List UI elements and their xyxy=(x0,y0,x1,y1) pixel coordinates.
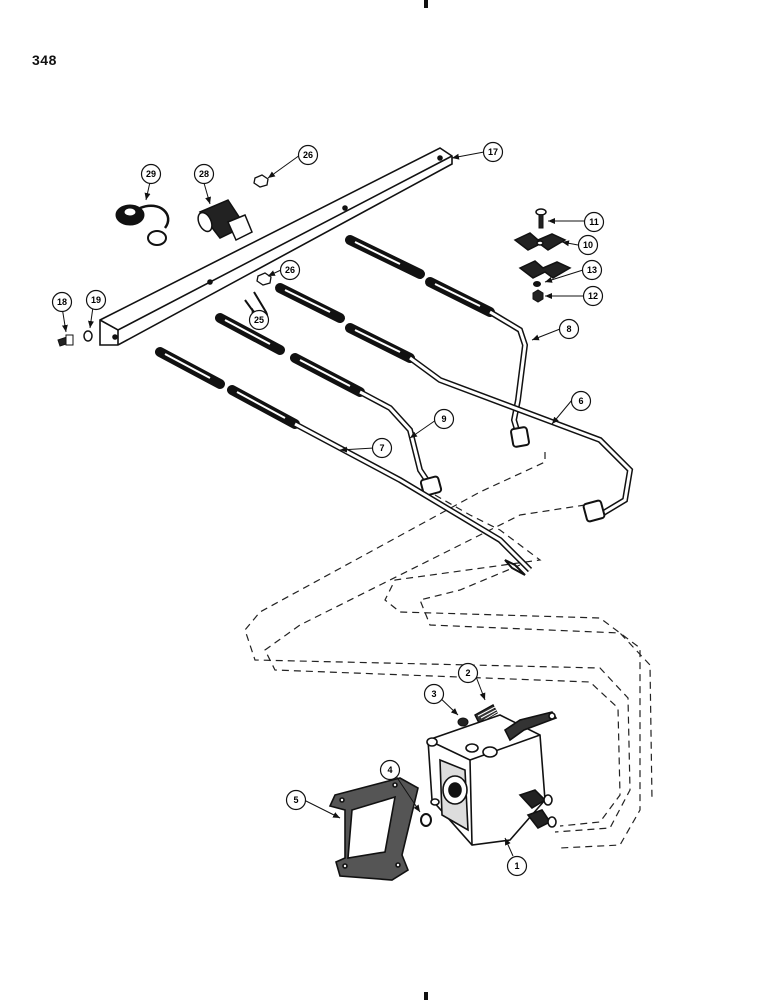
control-valve xyxy=(426,711,558,846)
callout-17: 17 xyxy=(482,141,504,163)
callout-18: 18 xyxy=(51,291,73,313)
clamp-10 xyxy=(513,232,572,279)
svg-text:19: 19 xyxy=(91,295,101,305)
hidden-tube-routing xyxy=(244,452,653,849)
callout-6: 6 xyxy=(570,390,592,412)
callout-25: 25 xyxy=(248,309,270,331)
svg-text:26: 26 xyxy=(285,265,295,275)
hose-assemblies xyxy=(155,235,634,576)
callout-1: 1 xyxy=(506,855,528,877)
callout-26-upper: 26 xyxy=(297,144,319,166)
adjusting-screw-2 xyxy=(474,704,498,724)
svg-text:10: 10 xyxy=(583,240,593,250)
svg-text:9: 9 xyxy=(441,414,446,424)
nut-26-upper xyxy=(253,174,269,188)
screw-11 xyxy=(535,208,547,229)
callout-5: 5 xyxy=(285,789,307,811)
lockwasher-13 xyxy=(533,281,541,287)
svg-text:17: 17 xyxy=(488,147,498,157)
bolt-18 xyxy=(57,334,74,347)
svg-text:25: 25 xyxy=(254,315,264,325)
svg-text:18: 18 xyxy=(57,297,67,307)
nut-12 xyxy=(532,289,544,303)
svg-text:11: 11 xyxy=(589,217,599,227)
washer-4 xyxy=(420,813,432,827)
crop-mark-bottom xyxy=(424,992,428,1000)
svg-text:7: 7 xyxy=(379,443,384,453)
svg-text:1: 1 xyxy=(514,861,519,871)
callout-10: 10 xyxy=(577,234,599,256)
callout-28: 28 xyxy=(193,163,215,185)
svg-text:3: 3 xyxy=(431,689,436,699)
nut-26-lower xyxy=(256,272,272,286)
svg-text:6: 6 xyxy=(578,396,583,406)
callout-7: 7 xyxy=(371,437,393,459)
dust-cap xyxy=(115,204,170,246)
svg-text:4: 4 xyxy=(387,765,392,775)
svg-text:5: 5 xyxy=(293,795,298,805)
svg-text:13: 13 xyxy=(587,265,597,275)
gasket xyxy=(328,777,419,881)
callout-3: 3 xyxy=(423,683,445,705)
callout-19: 19 xyxy=(85,289,107,311)
svg-text:26: 26 xyxy=(303,150,313,160)
svg-text:8: 8 xyxy=(566,324,571,334)
callout-26-lower: 26 xyxy=(279,259,301,281)
callout-11: 11 xyxy=(583,211,605,233)
callout-8: 8 xyxy=(558,318,580,340)
washer-3 xyxy=(457,717,469,727)
page-number: 348 xyxy=(32,52,57,68)
washer-19 xyxy=(83,330,93,342)
callout-9: 9 xyxy=(433,408,455,430)
mounting-bar xyxy=(99,147,453,346)
callout-4: 4 xyxy=(379,759,401,781)
callout-29: 29 xyxy=(140,163,162,185)
crop-mark-top xyxy=(424,0,428,8)
callout-2: 2 xyxy=(457,662,479,684)
quick-coupler xyxy=(197,199,253,242)
svg-text:12: 12 xyxy=(588,291,598,301)
callout-13: 13 xyxy=(581,259,603,281)
svg-text:29: 29 xyxy=(146,169,156,179)
svg-text:28: 28 xyxy=(199,169,209,179)
callout-12: 12 xyxy=(582,285,604,307)
svg-text:2: 2 xyxy=(465,668,470,678)
